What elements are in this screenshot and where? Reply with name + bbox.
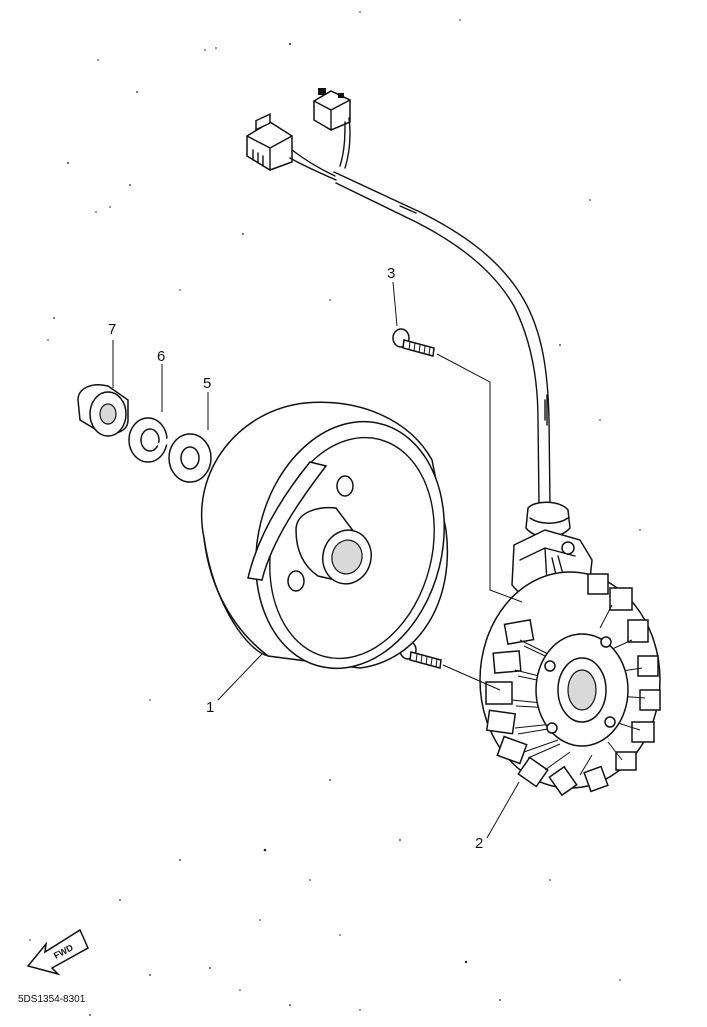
callout-2: 2 bbox=[475, 835, 483, 852]
connector-right-icon bbox=[313, 88, 351, 131]
flywheel-rotor bbox=[200, 401, 449, 670]
nut-icon bbox=[77, 384, 129, 437]
stator-coils bbox=[485, 573, 661, 797]
callout-3: 3 bbox=[387, 265, 395, 282]
lock-washer-icon bbox=[128, 417, 172, 463]
callout-leaders bbox=[112, 281, 520, 839]
screw-leader-lower bbox=[442, 664, 501, 691]
callout-5: 5 bbox=[203, 375, 211, 392]
stator-assembly bbox=[479, 501, 661, 797]
callout-7: 7 bbox=[108, 321, 116, 338]
wire-harness bbox=[246, 88, 551, 506]
callout-6: 6 bbox=[157, 348, 165, 365]
callout-1: 1 bbox=[206, 699, 214, 716]
screw-leader-upper bbox=[436, 353, 523, 603]
background-specks bbox=[29, 11, 641, 1016]
washer-icon bbox=[168, 433, 212, 483]
fwd-arrow-icon: FWD bbox=[26, 928, 89, 976]
diagram-code: 5DS1354-8301 bbox=[18, 994, 86, 1005]
connector-left-icon bbox=[246, 112, 293, 171]
screw-upper-icon bbox=[392, 328, 435, 357]
